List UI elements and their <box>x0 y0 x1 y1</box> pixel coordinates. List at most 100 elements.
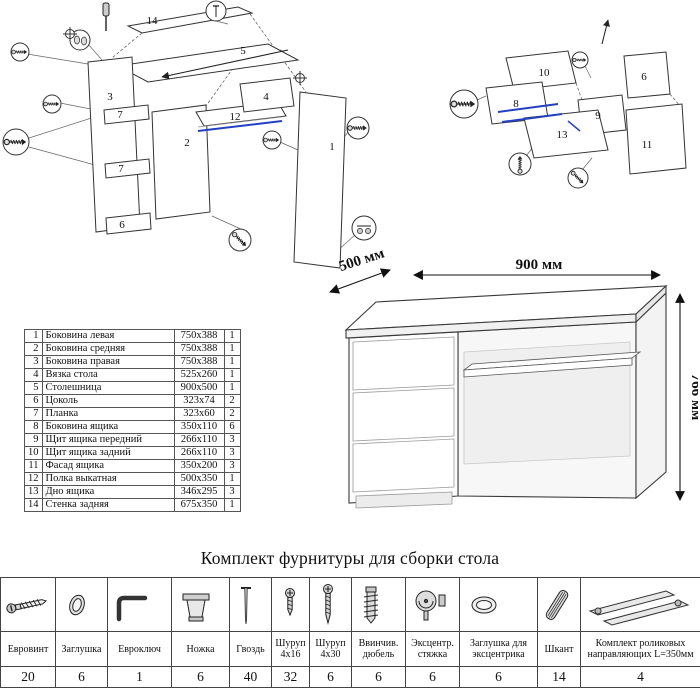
part-name: Боковина левая <box>41 329 175 343</box>
hardware-qty: 6 <box>309 666 352 688</box>
part-name: Вязка стола <box>41 368 175 382</box>
drawer-front-3 <box>352 438 455 493</box>
hardware-qty: 4 <box>580 666 700 688</box>
part-size: 350x110 <box>173 420 225 434</box>
part-name: Планка <box>41 407 175 421</box>
hardware-icon-cell <box>309 577 352 632</box>
part-qty: 1 <box>223 381 241 395</box>
screw-in-dowel-icon <box>363 586 379 624</box>
hardware-callouts <box>2 0 377 252</box>
hardware-name: Евроключ <box>107 631 172 667</box>
panel-desktop <box>116 43 300 83</box>
hardware-icon-cell <box>405 577 460 632</box>
hardware-icon-cell <box>0 577 56 632</box>
hardware-icon-cell <box>229 577 272 632</box>
drawer-front-2 <box>352 387 455 442</box>
eurovint-icon <box>6 598 48 613</box>
roller-guides-icon <box>588 589 690 626</box>
depth-dimension: 500 мм <box>337 248 386 275</box>
hardware-icon-cell <box>107 577 172 632</box>
nail-icon <box>241 586 251 624</box>
hardware-name: Шкант <box>537 631 581 667</box>
label-13: 13 <box>557 129 569 141</box>
feet-callout <box>351 215 377 241</box>
plug-icon <box>69 594 85 615</box>
part-qty: 3 <box>223 485 241 499</box>
part-name: Столешница <box>41 381 175 395</box>
part-size: 350x200 <box>173 459 225 473</box>
part-labels: 14 5 3 7 7 6 2 12 4 1 <box>107 15 335 231</box>
hardware-name: Шуруп 4x16 <box>271 631 310 667</box>
hardware-name: Ножка <box>171 631 230 667</box>
panel-plinth <box>105 212 152 235</box>
panel-facade <box>625 103 687 175</box>
hardware-icon-cell <box>459 577 538 632</box>
hardware-qty: 6 <box>171 666 230 688</box>
part-size: 346x295 <box>173 485 225 499</box>
leader-lines <box>476 65 593 171</box>
part-number: 10 <box>24 446 43 460</box>
part-number: 1 <box>24 329 43 343</box>
hardware-icon-cell <box>171 577 230 632</box>
part-qty: 2 <box>223 407 241 421</box>
part-name: Щит ящика задний <box>41 446 175 460</box>
part-name: Стенка задняя <box>41 498 175 512</box>
part-name: Боковина средняя <box>41 342 175 356</box>
part-name: Боковина ящика <box>41 420 175 434</box>
hardware-qty: 32 <box>271 666 310 688</box>
hardware-table: Евровинт Заглушка Евроключ Ножка Гвоздь … <box>0 577 700 688</box>
screwdriver-icon <box>102 2 110 31</box>
panel-bottom <box>523 109 609 159</box>
panel-middle-side <box>151 104 211 220</box>
hardware-name: Евровинт <box>0 631 56 667</box>
part-name: Цоколь <box>41 394 175 408</box>
eccentric-cap-icon <box>471 596 497 613</box>
exploded-view-desk: 14 5 3 7 7 6 2 12 4 1 <box>2 0 377 269</box>
part-number: 7 <box>24 407 43 421</box>
part-size: 266x110 <box>173 433 225 447</box>
drawer-rails-highlight <box>497 103 581 132</box>
hardware-name: Гвоздь <box>229 631 272 667</box>
screw-4x16-icon <box>285 587 295 616</box>
hardware-names-row: Евровинт Заглушка Евроключ Ножка Гвоздь … <box>0 631 700 667</box>
nail-callout <box>205 0 227 22</box>
hardware-qty: 6 <box>55 666 108 688</box>
page-title: Комплект фурнитуры для сборки стола <box>200 548 500 568</box>
hardware-icons-row <box>0 577 700 632</box>
part-size: 323x74 <box>173 394 225 408</box>
label-7a: 7 <box>117 109 123 121</box>
hardware-name: Ввинчив. дюбель <box>351 631 406 667</box>
drawer-panels <box>485 50 687 175</box>
label-3: 3 <box>107 91 113 103</box>
desk-body <box>344 284 668 509</box>
panel-right-side <box>293 91 347 269</box>
label-14: 14 <box>147 15 159 27</box>
part-qty: 2 <box>223 394 241 408</box>
part-qty: 1 <box>223 368 241 382</box>
part-name: Щит ящика передний <box>41 433 175 447</box>
hardware-callouts <box>449 51 589 189</box>
part-qty: 1 <box>223 498 241 512</box>
part-size: 750x388 <box>173 342 225 356</box>
part-number: 12 <box>24 472 43 486</box>
exploded-view-drawer: 10 6 8 9 13 11 <box>449 19 687 189</box>
hardware-name: Комплект роликовых направляющих L=350мм <box>580 631 700 667</box>
part-number: 2 <box>24 342 43 356</box>
part-number: 11 <box>24 459 43 473</box>
hardware-icon-cell <box>351 577 406 632</box>
label-5: 5 <box>240 45 246 57</box>
part-size: 525x260 <box>173 368 225 382</box>
hardware-icon-cell <box>271 577 310 632</box>
desktop-direction-arrow <box>161 49 289 80</box>
panel-back-shield <box>505 50 577 91</box>
label-11: 11 <box>642 139 653 151</box>
part-number: 4 <box>24 368 43 382</box>
